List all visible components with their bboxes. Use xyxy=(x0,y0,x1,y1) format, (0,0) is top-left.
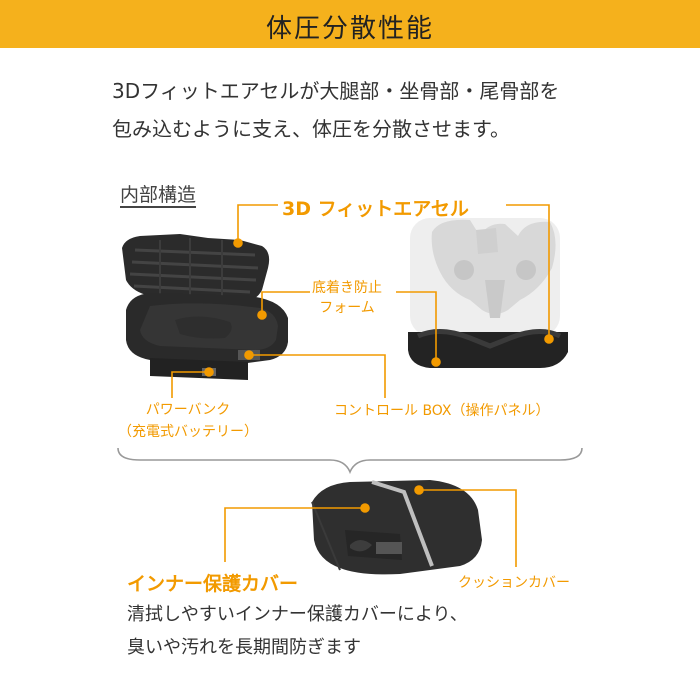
leader-lines xyxy=(171,204,554,567)
pelvis-model-image xyxy=(408,218,568,368)
covered-cushion-image xyxy=(311,480,482,575)
power-bank-line-2: （充電式バッテリー） xyxy=(118,424,258,440)
internal-structure-heading: 内部構造 xyxy=(120,184,197,206)
outro-line-1: 清拭しやすいインナー保護カバーにより、 xyxy=(127,604,468,625)
control-box-label: コントロール BOX（操作パネル） xyxy=(334,403,550,419)
power-bank-label: パワーバンク （充電式バッテリー） xyxy=(118,399,258,443)
outro-text: 清拭しやすいインナー保護カバーにより、 臭いや汚れを長期間防ぎます xyxy=(127,598,587,664)
non-slip-foam-label: 底着き防止 フォーム xyxy=(312,278,382,318)
page-title: 体圧分散性能 xyxy=(265,14,434,44)
base-cushion-image xyxy=(126,293,288,380)
non-slip-foam-line-2: フォーム xyxy=(319,300,375,316)
cushion-cover-label: クッションカバー xyxy=(458,575,570,591)
air-cell-pad-image xyxy=(122,234,270,302)
inner-cover-label: インナー保護カバー xyxy=(127,573,299,595)
intro-text: 3Dフィットエアセルが大腿部・坐骨部・尾骨部を 包み込むように支え、体圧を分散さ… xyxy=(112,72,632,148)
air-cell-label: 3D フィットエアセル xyxy=(282,198,469,220)
intro-line-2: 包み込むように支え、体圧を分散させます。 xyxy=(112,117,510,141)
intro-line-1: 3Dフィットエアセルが大腿部・坐骨部・尾骨部を xyxy=(112,79,560,103)
header-banner: 体圧分散性能 xyxy=(0,0,700,48)
non-slip-foam-line-1: 底着き防止 xyxy=(312,280,382,296)
grouping-brace xyxy=(117,447,583,475)
power-bank-line-1: パワーバンク xyxy=(145,402,231,418)
outro-line-2: 臭いや汚れを長期間防ぎます xyxy=(127,637,361,658)
